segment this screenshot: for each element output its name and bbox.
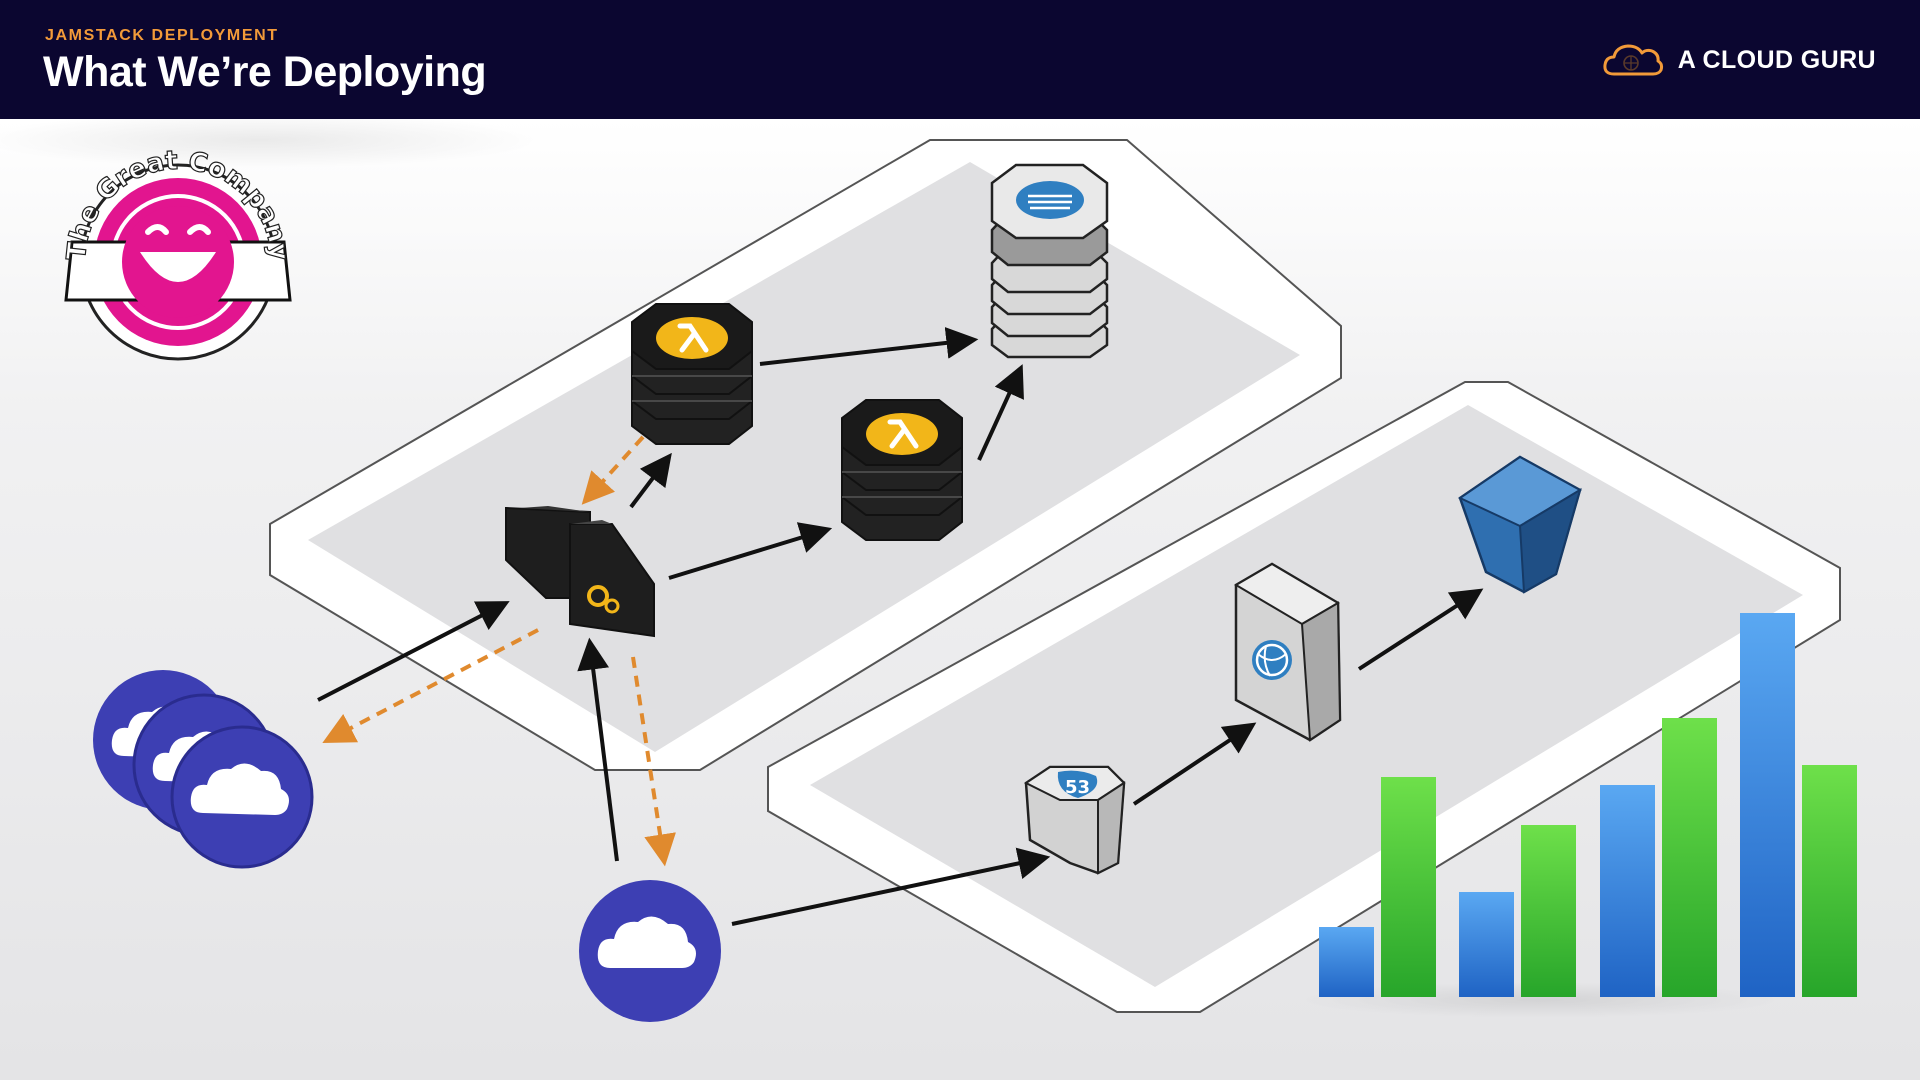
cloud-logo-icon <box>1603 44 1663 76</box>
database-stack-icon <box>990 163 1109 359</box>
lambda-function-icon <box>841 399 963 541</box>
decor-bar <box>1802 765 1857 997</box>
decor-bar <box>1600 785 1655 997</box>
decor-bar <box>1459 892 1514 997</box>
brand-name: A CLOUD GURU <box>1677 45 1876 74</box>
slide-title: What We’re Deploying <box>43 48 487 96</box>
header-bar: JAMSTACK DEPLOYMENT What We’re Deploying… <box>0 0 1920 119</box>
diagram-canvas: The Great Company <box>0 119 1920 1080</box>
decor-bar <box>1740 613 1795 997</box>
api-gateway-icon <box>505 506 655 638</box>
decor-bar <box>1662 718 1717 997</box>
architecture-diagram: The Great Company <box>0 119 1857 1022</box>
cloudfront-server-icon <box>1234 562 1342 742</box>
s3-bucket-icon <box>1457 455 1583 594</box>
decor-bar <box>1381 777 1436 997</box>
cloud-user-icon <box>170 725 314 869</box>
lambda-function-icon <box>631 303 753 445</box>
decor-bar <box>1521 825 1576 997</box>
cloud-user-icon <box>579 880 721 1022</box>
svg-text:53: 53 <box>1065 777 1090 798</box>
bar-chart-decoration-icon <box>1300 613 1857 1018</box>
route53-icon: 53 <box>1024 765 1126 875</box>
response-arrows <box>322 435 676 867</box>
company-logo: The Great Company <box>61 145 295 361</box>
decor-bar <box>1319 927 1374 997</box>
brand-logo: A CLOUD GURU <box>1602 40 1876 80</box>
section-eyebrow: JAMSTACK DEPLOYMENT <box>45 27 279 44</box>
request-arrows <box>317 326 1484 926</box>
